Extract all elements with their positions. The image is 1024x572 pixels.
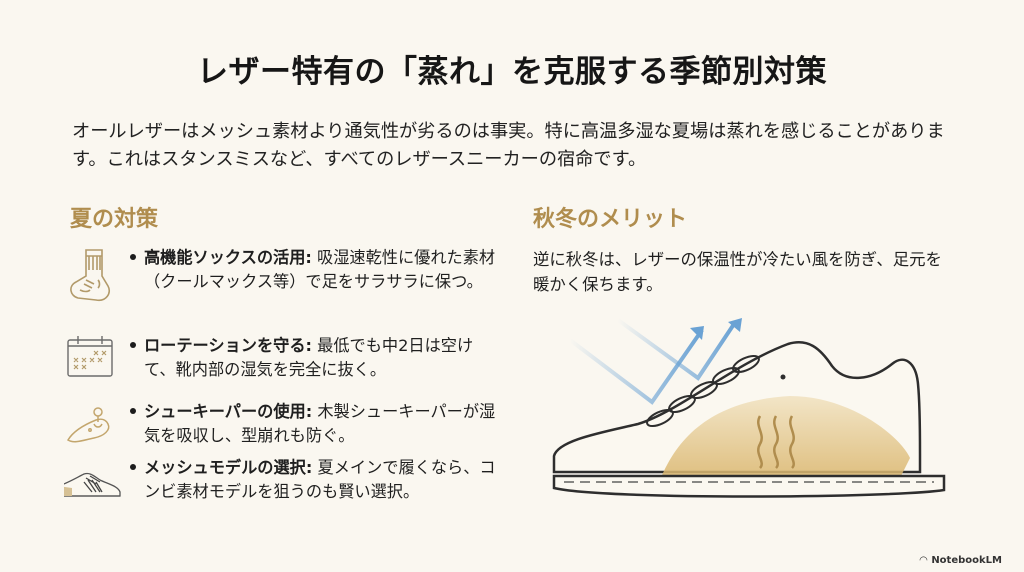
page-title: レザー特有の「蒸れ」を克服する季節別対策 xyxy=(197,54,827,90)
intro-paragraph: オールレザーはメッシュ素材より通気性が劣るのは事実。特に高温多湿な夏場は蒸れを感… xyxy=(72,121,945,170)
tip-text: シューキーパーの使用: 木製シューキーパーが湿気を吸収し、型崩れも防ぐ。 xyxy=(144,400,499,448)
mesh-sneaker-icon xyxy=(64,472,121,497)
leather-sneaker-illustration xyxy=(552,318,946,498)
brand-watermark: ◠ NotebookLM xyxy=(920,555,1002,566)
tip-label: 高機能ソックスの活用: xyxy=(144,248,312,267)
bullet xyxy=(130,464,136,470)
tip-body: 最低でも中2日は空けて、靴内部の湿気を完全に抜く。 xyxy=(144,336,474,379)
tip-text: メッシュモデルの選択: 夏メインで履くなら、コンビ素材モデルを狙うのも賢い選択。 xyxy=(144,456,499,504)
tip-body: 吸湿速乾性に優れた素材（クールマックス等）で足をサラサラに保つ。 xyxy=(144,248,496,291)
tip-text: ローテーションを守る: 最低でも中2日は空けて、靴内部の湿気を完全に抜く。 xyxy=(144,334,499,382)
wind-arrow-icon xyxy=(568,318,742,405)
bullet xyxy=(130,408,136,414)
sock-icon xyxy=(70,249,111,302)
steam-icon xyxy=(757,415,795,469)
bullet xyxy=(130,254,136,260)
summer-heading: 夏の対策 xyxy=(70,207,159,232)
brand-label: NotebookLM xyxy=(931,555,1002,566)
tip-body: 木製シューキーパーが湿気を吸収し、型崩れも防ぐ。 xyxy=(144,402,496,445)
tip-text: 高機能ソックスの活用: 吸湿速乾性に優れた素材（クールマックス等）で足をサラサラ… xyxy=(144,246,499,294)
tip-label: メッシュモデルの選択: xyxy=(144,458,313,477)
autumn-body: 逆に秋冬は、レザーの保温性が冷たい風を防ぎ、足元を暖かく保ちます。 xyxy=(533,250,942,294)
shoe-tree-icon xyxy=(66,407,110,443)
tip-label: シューキーパーの使用: xyxy=(144,402,313,421)
tip-body: 夏メインで履くなら、コンビ素材モデルを狙うのも賢い選択。 xyxy=(144,458,496,501)
notebooklm-logo-icon: ◠ xyxy=(919,555,928,566)
autumn-heading: 秋冬のメリット xyxy=(533,207,688,232)
calendar-icon xyxy=(67,336,113,377)
tip-label: ローテーションを守る: xyxy=(144,336,313,355)
bullet xyxy=(130,342,136,348)
